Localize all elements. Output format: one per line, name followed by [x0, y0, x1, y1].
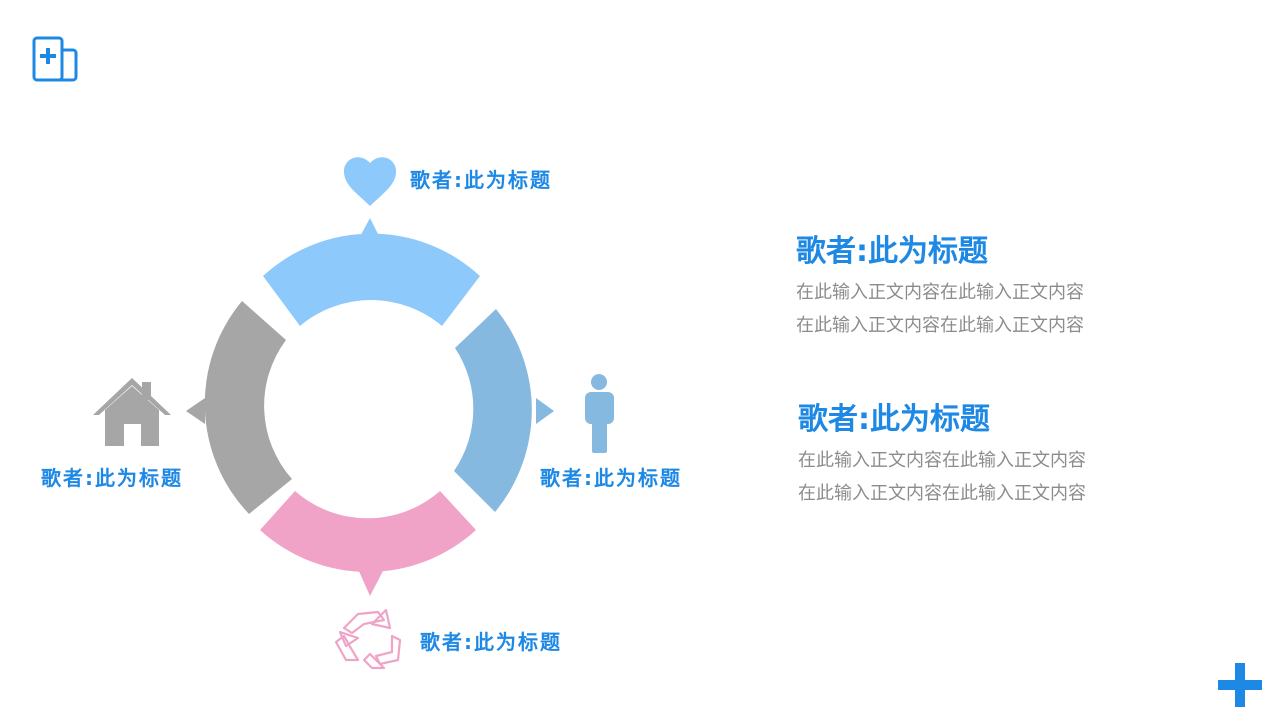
segment-right-pointer [536, 398, 554, 424]
segment-left [204, 301, 292, 514]
segment-bottom-label: 歌者:此为标题 [420, 630, 562, 654]
block-body: 在此输入正文内容在此输入正文内容 在此输入正文内容在此输入正文内容 [798, 444, 1218, 510]
body-line: 在此输入正文内容在此输入正文内容 [796, 282, 1084, 303]
plus-icon [1218, 663, 1262, 707]
text-block-2: 歌者:此为标题 在此输入正文内容在此输入正文内容 在此输入正文内容在此输入正文内… [798, 402, 1218, 510]
person-icon [585, 374, 614, 453]
body-line: 在此输入正文内容在此输入正文内容 [796, 315, 1084, 336]
segment-bottom [260, 491, 476, 572]
document-plus-icon [32, 36, 78, 82]
block-title: 歌者:此为标题 [798, 402, 990, 437]
house-icon [93, 378, 171, 446]
text-block-1: 歌者:此为标题 在此输入正文内容在此输入正文内容 在此输入正文内容在此输入正文内… [796, 234, 1216, 342]
segment-top [263, 233, 480, 326]
segment-bottom-pointer [358, 569, 384, 596]
body-line: 在此输入正文内容在此输入正文内容 [798, 483, 1086, 504]
heart-icon [343, 157, 397, 206]
block-body: 在此输入正文内容在此输入正文内容 在此输入正文内容在此输入正文内容 [796, 276, 1216, 342]
block-title: 歌者:此为标题 [796, 234, 988, 269]
segment-right-label: 歌者:此为标题 [540, 466, 682, 490]
segment-top-label: 歌者:此为标题 [410, 168, 552, 192]
segment-top-pointer [356, 218, 383, 244]
segment-left-pointer [186, 398, 205, 424]
recycle-icon [334, 608, 402, 670]
body-line: 在此输入正文内容在此输入正文内容 [798, 450, 1086, 471]
segment-left-label: 歌者:此为标题 [41, 466, 183, 490]
segment-right [454, 309, 532, 512]
